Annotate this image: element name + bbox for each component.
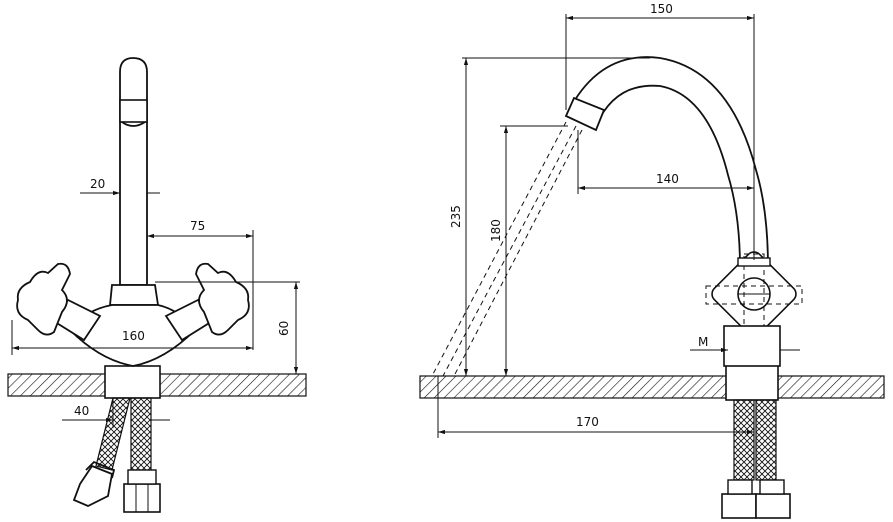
aerator-front (119, 99, 148, 123)
dim-spout-reach-top: 150 (650, 2, 673, 16)
dim-thread: M (698, 335, 708, 349)
dim-spout-width: 20 (90, 177, 105, 191)
front-view: 20 75 160 60 40 (7, 57, 307, 513)
dim-total-height: 235 (449, 205, 463, 228)
countertop-right (419, 375, 885, 399)
dim-body-height: 60 (277, 321, 291, 336)
dim-hose-spacing: 40 (74, 404, 89, 418)
valve-body-side (723, 325, 781, 367)
dim-spout-reach-inner: 140 (656, 172, 679, 186)
hose-nut-right (123, 483, 161, 513)
hose-nut-side-b (755, 493, 791, 519)
cross-handle-side (705, 251, 803, 351)
spout-side (566, 56, 769, 269)
spout-front (119, 57, 148, 286)
hose-right (130, 397, 152, 471)
hose-side-a (733, 399, 755, 481)
dim-outlet-height: 180 (489, 219, 503, 242)
dim-handle-span: 160 (122, 329, 145, 343)
body-front (109, 284, 160, 306)
dim-handle-offset: 75 (190, 219, 205, 233)
mount-stem-left (104, 365, 161, 399)
handle-right (195, 262, 250, 336)
dim-jet-reach: 170 (576, 415, 599, 429)
hose-nut-side-a (721, 493, 757, 519)
hose-side-b (755, 399, 777, 481)
handle-left (16, 262, 71, 336)
aerator-side (564, 96, 606, 132)
hose-nut-left (72, 464, 114, 507)
side-view: 150 140 235 180 M 170 (419, 2, 885, 519)
